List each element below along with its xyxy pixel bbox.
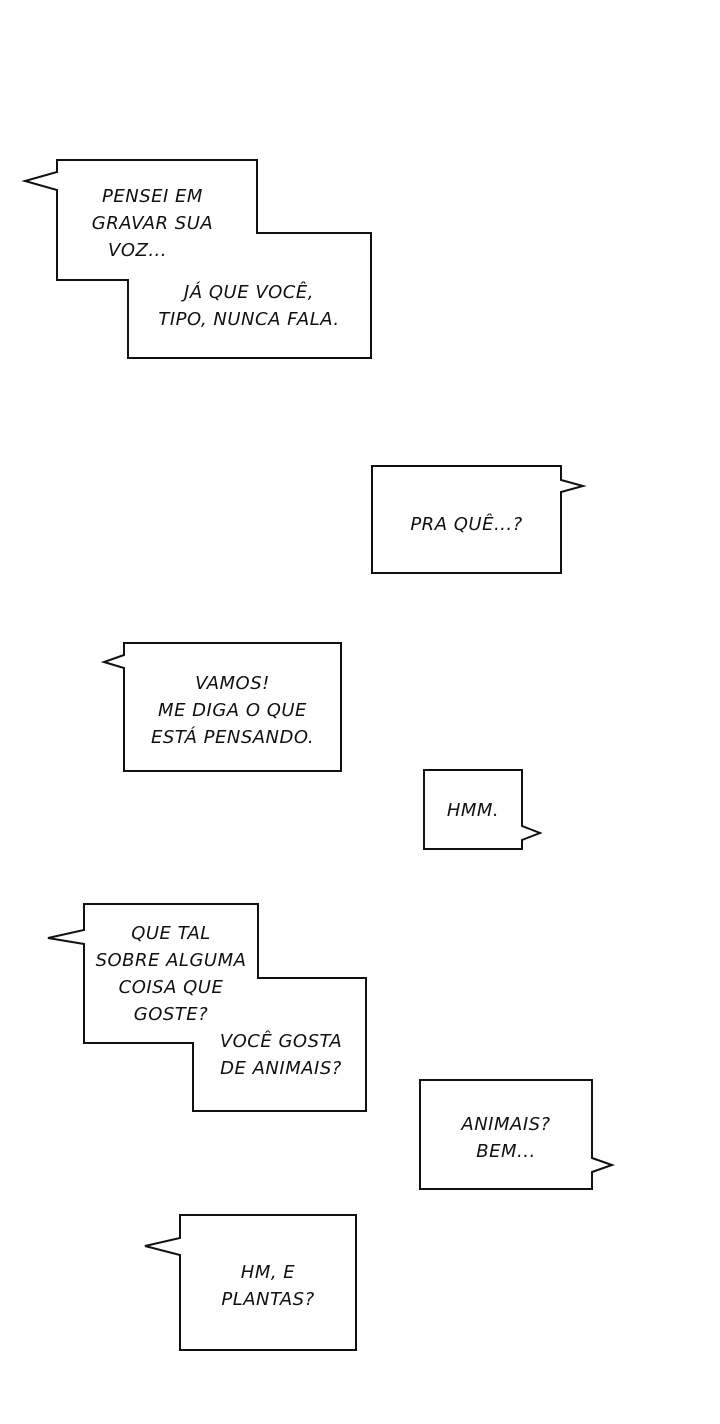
bubble-7-line: HM, E — [240, 1262, 296, 1283]
bubble-1-text-top: PENSEI EM GRAVAR SUA VOZ... — [60, 183, 245, 264]
bubble-2-text: PRA QUÊ...? — [372, 511, 561, 538]
bubble-5-line: VOCÊ GOSTA — [219, 1031, 343, 1052]
bubble-1-line: TIPO, NUNCA FALA. — [158, 309, 340, 330]
bubble-6-line: ANIMAIS? — [461, 1114, 551, 1135]
bubble-7-line: PLANTAS? — [221, 1289, 315, 1310]
bubble-7-text: HM, E PLANTAS? — [180, 1259, 356, 1313]
bubble-3-line: ESTÁ PENSANDO. — [150, 727, 315, 748]
speech-bubble-3 — [100, 642, 342, 772]
bubble-1-line: JÁ QUE VOCÊ, — [184, 282, 314, 303]
bubble-6-text: ANIMAIS? BEM... — [420, 1111, 592, 1165]
bubble-2-line: PRA QUÊ...? — [410, 514, 523, 535]
bubble-5-line: GOSTE? — [133, 1004, 209, 1025]
bubble-1-line: VOZ... — [108, 240, 167, 261]
bubble-1-line: PENSEI EM — [102, 186, 203, 207]
bubble-5-text-bottom: VOCÊ GOSTA DE ANIMAIS? — [200, 1028, 362, 1082]
bubble-3-text: VAMOS! ME DIGA O QUE ESTÁ PENSANDO. — [124, 670, 341, 751]
bubble-3-line: ME DIGA O QUE — [158, 700, 307, 721]
bubble-4-text: HMM. — [424, 797, 522, 824]
bubble-5-line: COISA QUE — [118, 977, 224, 998]
bubble-1-text-bottom: JÁ QUE VOCÊ, TIPO, NUNCA FALA. — [134, 279, 364, 333]
bubble-6-line: BEM... — [476, 1141, 536, 1162]
speech-bubble-5 — [47, 903, 367, 1112]
bubble-5-text-top: QUE TAL SOBRE ALGUMA COISA QUE GOSTE? — [86, 920, 256, 1028]
bubble-4-line: HMM. — [446, 800, 500, 821]
bubble-5-line: SOBRE ALGUMA — [95, 950, 247, 971]
bubble-5-line: QUE TAL — [131, 923, 211, 944]
bubble-5-line: DE ANIMAIS? — [220, 1058, 342, 1079]
bubble-1-line: GRAVAR SUA — [91, 213, 214, 234]
bubble-3-line: VAMOS! — [195, 673, 270, 694]
speech-bubble-2 — [371, 465, 587, 574]
speech-bubble-4 — [423, 769, 543, 850]
speech-bubble-1 — [21, 159, 372, 359]
speech-bubble-6 — [419, 1079, 616, 1190]
speech-bubble-7 — [144, 1214, 357, 1351]
